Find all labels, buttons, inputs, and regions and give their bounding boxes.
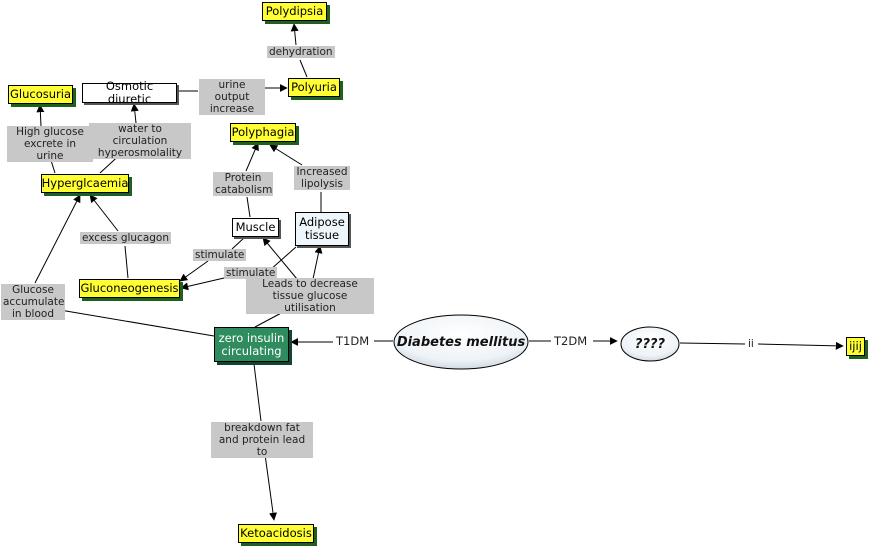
node-unknown[interactable]: ????: [621, 327, 679, 361]
link-stimulate-gluco: [179, 260, 209, 282]
label-water-circulation: water to circulation hyperosmolality: [89, 123, 191, 159]
link-accumulate-hyper: [34, 194, 81, 284]
link-highglucose-glucosuria: [36, 104, 45, 127]
link-dehydration-polydipsia: [290, 23, 299, 46]
node-polydipsia[interactable]: Polydipsia: [262, 2, 327, 21]
label-t1dm: T1DM: [333, 335, 373, 348]
link-water-osmotic: [130, 103, 139, 124]
link-leads-adipose: [312, 245, 323, 280]
label-leads-to-decrease: Leads to decrease tissue glucose utilisa…: [246, 278, 374, 314]
label-t2dm: T2DM: [551, 335, 591, 348]
link-protein-polyphagia: [245, 142, 259, 172]
link-adipose-stimulate: [269, 246, 297, 271]
label-stimulate-2: stimulate: [224, 267, 278, 279]
label-urine-output: urine output increase: [199, 79, 265, 115]
node-ijij[interactable]: ijij: [846, 337, 865, 356]
link-muscle-stimulate: [231, 236, 246, 250]
node-muscle[interactable]: Muscle: [232, 218, 279, 237]
node-diabetes-mellitus[interactable]: Diabetes mellitus: [394, 315, 528, 369]
link-insulin-accumulate: [59, 309, 215, 337]
label-protein-catabolism: Protein catabolism: [213, 172, 273, 196]
diabetes-mellitus-text: Diabetes mellitus: [396, 334, 526, 350]
label-dehydration: dehydration: [267, 46, 335, 58]
label-ii: ii: [746, 338, 756, 350]
node-osmotic-diuretic[interactable]: Osmotic diuretic: [82, 80, 177, 106]
node-polyuria[interactable]: Polyuria: [288, 78, 340, 97]
label-breakdown: breakdown fat and protein lead to: [211, 422, 313, 458]
link-glucagon-hyper: [89, 194, 119, 232]
link-insulin-breakdown: [253, 363, 262, 422]
label-stimulate-1: stimulate: [193, 249, 247, 261]
node-gluconeogenesis[interactable]: Gluconeogenesis: [79, 279, 180, 298]
link-leads-muscle: [262, 237, 298, 280]
unknown-ellipse-shape: [620, 326, 680, 362]
link-ii-ijij: [757, 341, 844, 350]
link-gluco-glucagon: [124, 245, 129, 279]
label-high-glucose: High glucose excrete in urine: [7, 126, 93, 162]
unknown-text: ????: [634, 336, 666, 352]
node-ketoacidosis[interactable]: Ketoacidosis: [238, 524, 314, 543]
label-excess-glucagon: excess glucagon: [80, 232, 172, 244]
label-increased-lipolysis: Increased lipolysis: [294, 166, 350, 190]
link-unknown-ii: [679, 342, 746, 345]
link-polyuria-dehydration: [299, 59, 308, 78]
label-glucose-accumulate: Glucose accumulate in blood: [1, 284, 65, 320]
node-polyphagia[interactable]: Polyphagia: [230, 123, 296, 142]
link-stimulate2-gluco: [180, 277, 225, 291]
node-hyperglycaemia[interactable]: Hyperglcaemia: [41, 174, 129, 193]
node-zero-insulin[interactable]: zero insulin circulating: [214, 327, 289, 362]
link-muscle-protein: [246, 196, 251, 218]
node-glucosuria[interactable]: Glucosuria: [8, 85, 73, 104]
diabetes-ellipse-shape: [393, 314, 529, 370]
link-breakdown-keto: [263, 446, 277, 521]
link-lipolysis-polyphagia: [269, 144, 303, 166]
node-adipose-tissue[interactable]: Adipose tissue: [295, 212, 349, 246]
